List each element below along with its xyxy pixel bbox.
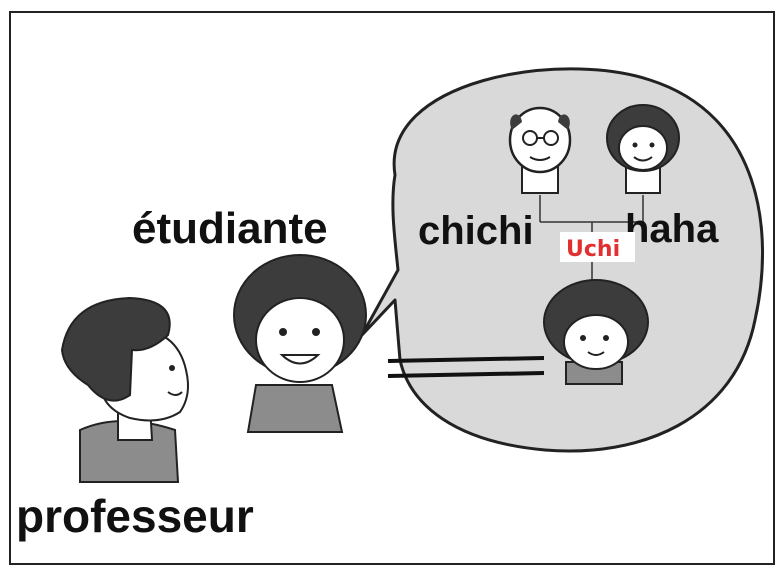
equals-lines <box>387 356 545 378</box>
mother-label: haha <box>625 207 719 251</box>
student-label: étudiante <box>132 204 328 253</box>
professor-label: professeur <box>16 490 254 542</box>
student-icon <box>233 254 367 433</box>
mother-icon <box>606 104 680 194</box>
uchi-label-bg <box>560 232 635 262</box>
uchi-label: Uchi <box>566 237 620 262</box>
child-icon <box>543 279 649 385</box>
professor-icon <box>60 296 189 483</box>
father-icon <box>508 106 572 194</box>
father-label: chichi <box>418 209 534 253</box>
